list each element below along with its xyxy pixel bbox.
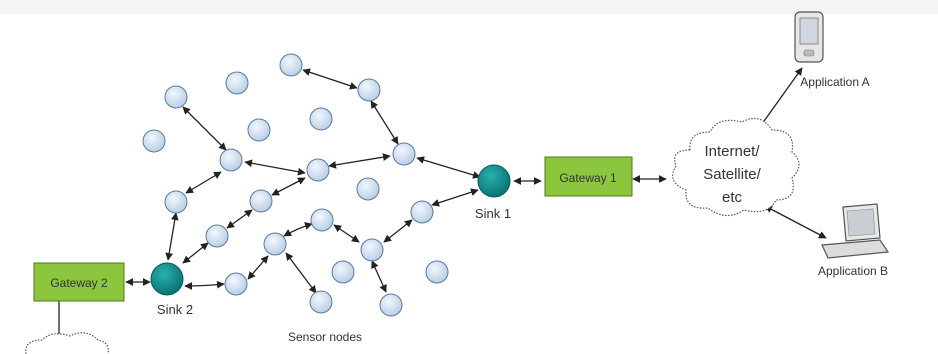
- sensor-node: [164, 190, 188, 214]
- link: [285, 252, 317, 294]
- sink-1-label: Sink 1: [475, 206, 511, 221]
- sensor-node: [164, 85, 188, 109]
- sensor-node: [247, 118, 271, 142]
- cloud-line-2: Satellite/: [703, 166, 761, 183]
- link: [371, 260, 387, 293]
- application-a-label: Application A: [800, 75, 869, 89]
- sensor-node: [279, 53, 303, 77]
- sensor-node: [356, 177, 380, 201]
- link: [182, 106, 227, 151]
- sensor-node: [249, 189, 273, 213]
- sensor-node: [331, 260, 355, 284]
- sensor-node: [360, 238, 384, 262]
- link: [271, 177, 306, 196]
- sensor-node: [142, 129, 166, 153]
- link: [283, 222, 313, 237]
- link: [244, 159, 306, 176]
- link: [182, 242, 209, 264]
- internet-cloud: [672, 117, 800, 217]
- sensor-node: [310, 208, 334, 232]
- link: [302, 68, 358, 90]
- sensor-nodes: [142, 53, 449, 317]
- gateway-2-label: Gateway 2: [50, 276, 108, 290]
- connections: [58, 67, 827, 338]
- sensor-node: [263, 232, 287, 256]
- gateway-1-label: Gateway 1: [559, 171, 617, 185]
- sensor-nodes-label: Sensor nodes: [288, 330, 362, 344]
- sensor-node: [224, 272, 248, 296]
- sensor-node: [392, 142, 416, 166]
- sensor-node: [425, 260, 449, 284]
- laptop-icon: [821, 203, 890, 259]
- link: [370, 100, 399, 145]
- sensor-node: [205, 224, 229, 248]
- link: [416, 156, 481, 179]
- sensor-node: [306, 158, 330, 182]
- sensor-node: [309, 107, 333, 131]
- sink-2-label: Sink 2: [157, 302, 193, 317]
- sensor-node: [357, 78, 381, 102]
- link: [383, 219, 413, 243]
- link: [328, 153, 391, 169]
- link: [764, 205, 827, 239]
- link: [333, 224, 360, 243]
- sink-2-node: [150, 262, 184, 296]
- application-b-label: Application B: [818, 264, 888, 278]
- link: [247, 255, 269, 280]
- link: [226, 209, 253, 229]
- sensor-node: [379, 293, 403, 317]
- sensor-node: [225, 71, 249, 95]
- sensor-node: [219, 148, 243, 172]
- link: [185, 171, 222, 194]
- top-border: [0, 0, 938, 14]
- sink-1-node: [477, 164, 511, 198]
- sensor-node: [309, 290, 333, 314]
- cloud-line-3: etc: [722, 189, 743, 206]
- link: [184, 280, 225, 290]
- cloud-line-1: Internet/: [704, 143, 760, 160]
- sensor-node: [410, 200, 434, 224]
- gateway-1-box: [544, 156, 633, 197]
- link: [431, 188, 479, 207]
- cloud-partial: [25, 332, 109, 354]
- link: [165, 212, 179, 261]
- pda-icon: [794, 11, 824, 63]
- gateway-2-box: [33, 262, 125, 302]
